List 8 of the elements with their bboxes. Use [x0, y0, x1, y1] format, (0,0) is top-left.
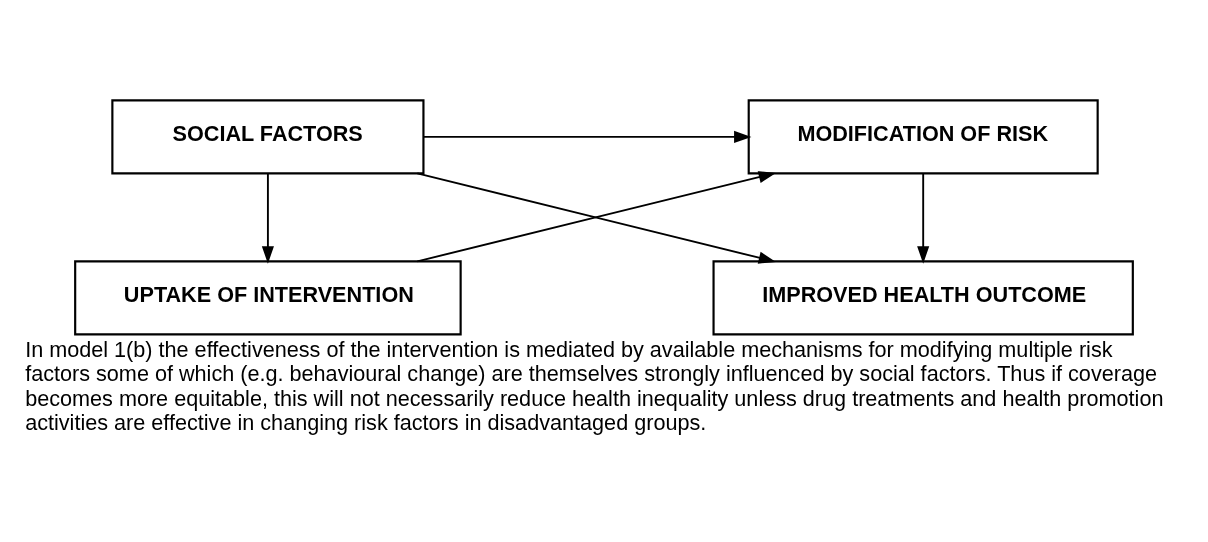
arrow [422, 130, 752, 143]
caption: In model 1(b) the effectiveness of the intervention is mediated by available mechanisms for modifying multiple risk factors some of which (e.g. behavioural change) are themselves strongly influenced by social factors. Thus if coverage becomes more equitable, this will not necessarily reduce health inequality unless drug treatments and health promotion activities are effective in changing risk factors in disadvantaged groups. [25, 336, 1164, 435]
node-box: MODIFICATION OF RISK [747, 98, 1099, 174]
node-box: SOCIAL FACTORS [111, 98, 425, 174]
node-box: UPTAKE OF INTERVENTION [74, 259, 462, 335]
arrow [917, 172, 930, 264]
arrow [261, 172, 274, 264]
node-box: IMPROVED HEALTH OUTCOME [712, 259, 1134, 335]
